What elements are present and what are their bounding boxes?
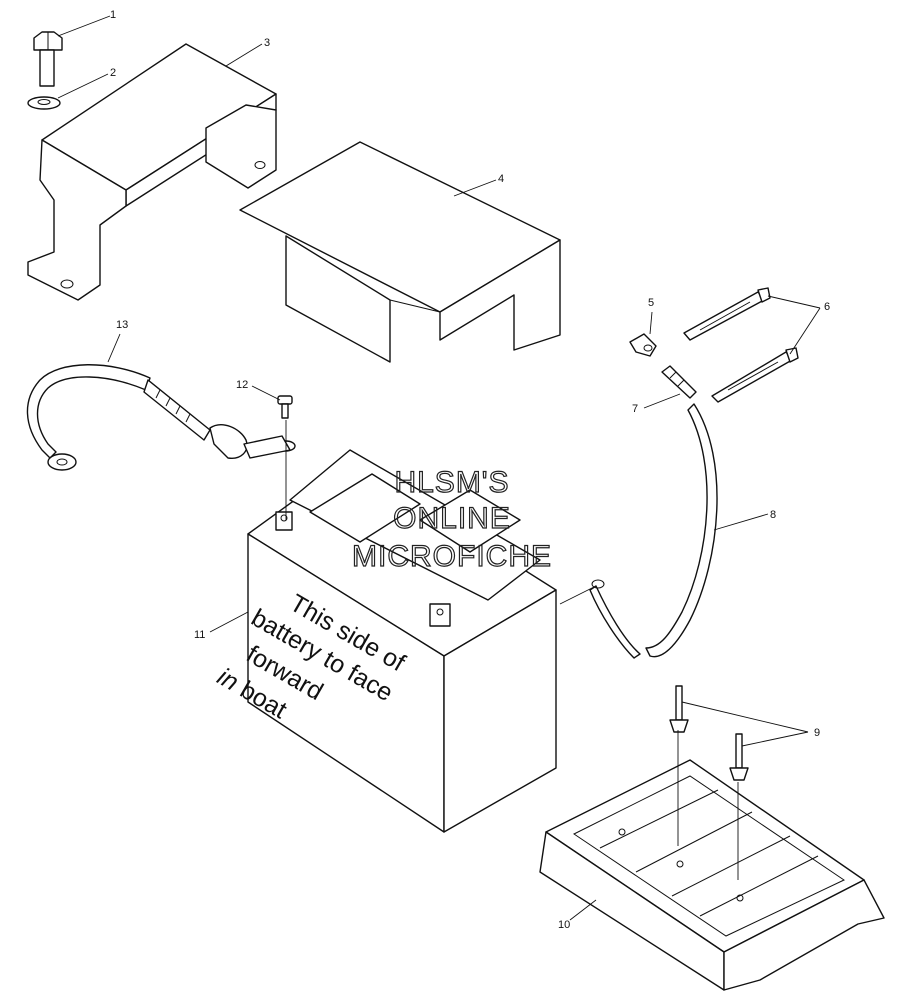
- watermark-line1: HLSM'S: [394, 466, 509, 499]
- callout-11: 11: [194, 629, 205, 641]
- callout-3: 3: [264, 37, 270, 49]
- callout-12: 12: [236, 379, 248, 391]
- part-6-screws: [683, 287, 799, 403]
- watermark-line2: ONLINE: [393, 502, 511, 535]
- part-5-fitting: [629, 333, 657, 357]
- callout-5: 5: [648, 297, 654, 309]
- callout-1: 1: [110, 9, 116, 21]
- callout-6: 6: [824, 301, 830, 313]
- part-13-cable: [26, 364, 291, 471]
- part-9-rivets: [669, 685, 749, 781]
- callout-2: 2: [110, 67, 116, 79]
- callout-8: 8: [770, 509, 776, 521]
- part-2-washer: [27, 96, 61, 110]
- watermark-line3: MICROFICHE: [352, 540, 552, 573]
- callout-13: 13: [116, 319, 128, 331]
- leader-lines: [57, 15, 821, 921]
- part-3-bracket: [27, 43, 277, 301]
- part-1-bolt: [33, 31, 63, 87]
- part-11-battery: [247, 449, 557, 833]
- part-10-tray: [539, 759, 885, 991]
- callout-4: 4: [498, 173, 504, 185]
- watermark: HLSM'S ONLINE MICROFICHE: [351, 465, 552, 573]
- part-7-connector: [661, 365, 697, 399]
- callout-7: 7: [632, 403, 638, 415]
- part-8-hose: [589, 403, 718, 659]
- callout-10: 10: [558, 919, 570, 931]
- part-4-cover: [239, 141, 561, 363]
- callout-9: 9: [814, 727, 820, 739]
- callout-numbers: 1 2 3 4 5 6 7 8 9 10 11 12 13: [110, 9, 830, 931]
